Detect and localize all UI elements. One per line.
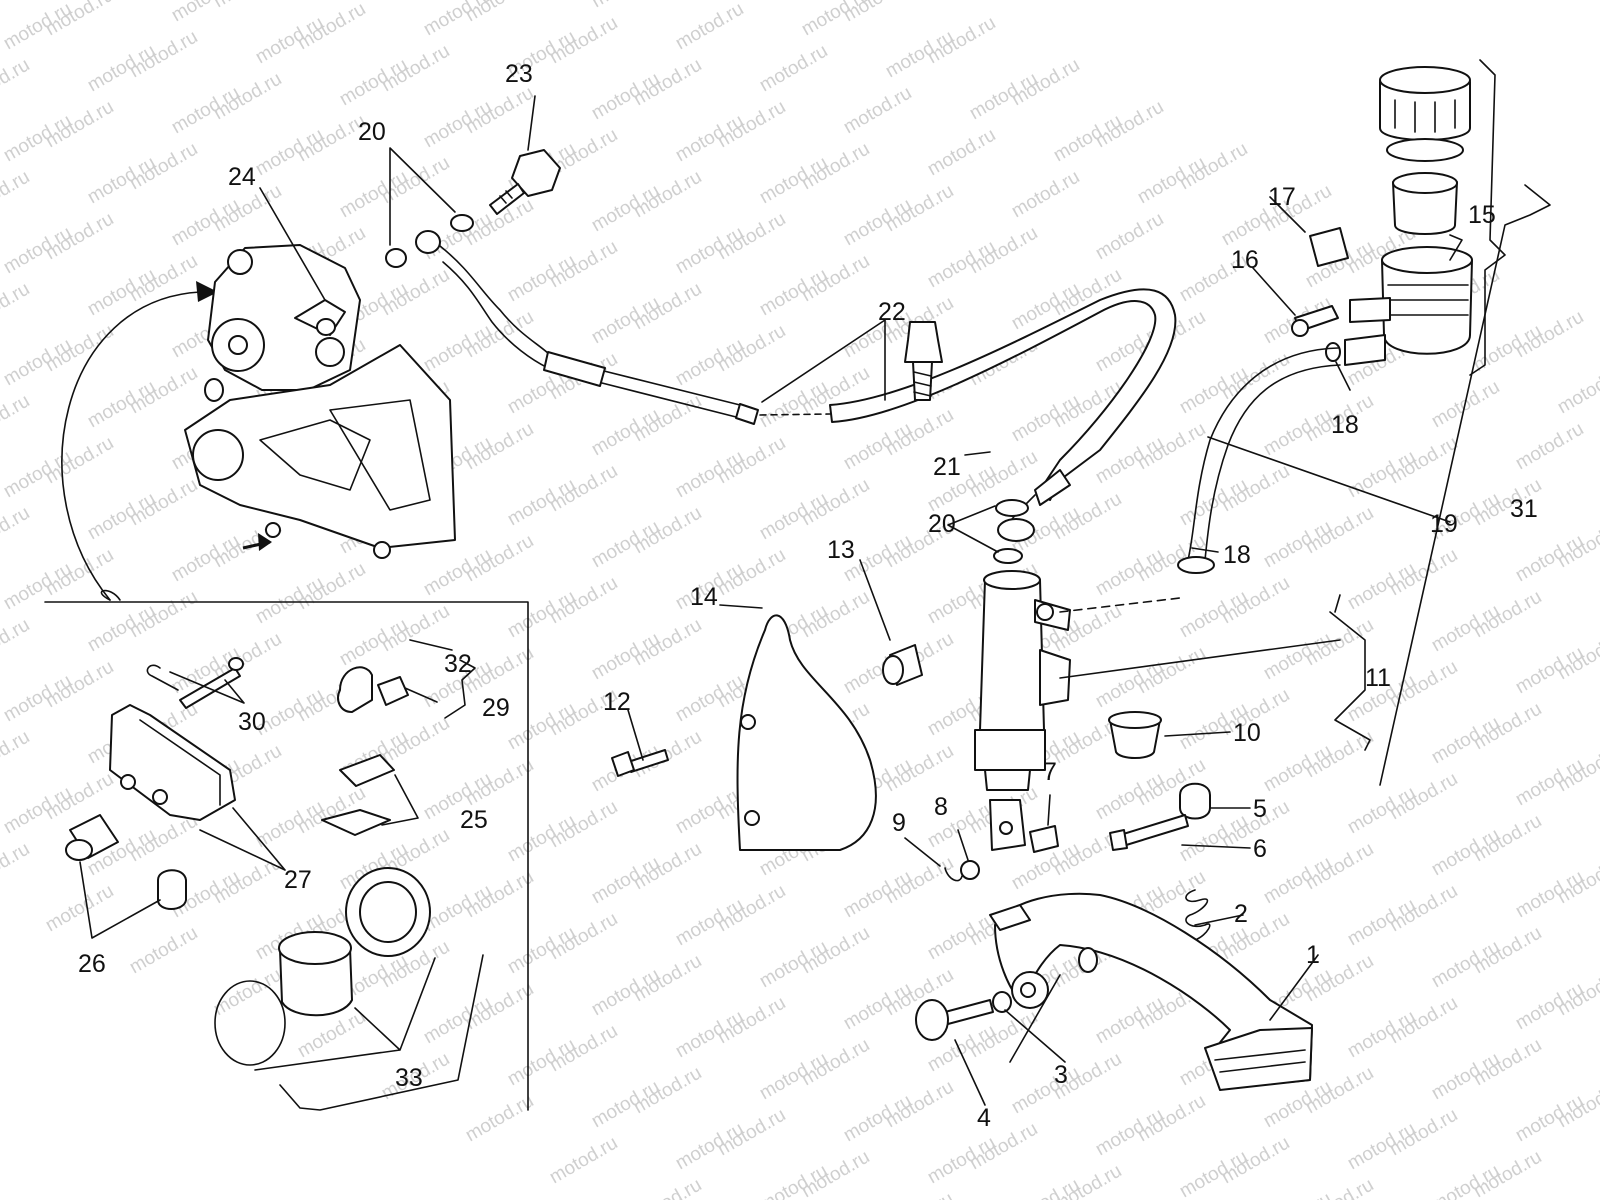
pivot-bolt-4	[944, 999, 994, 1025]
union-bolt-21	[904, 321, 943, 401]
clamp-18-upper	[1325, 342, 1341, 362]
callout-18-lower: 18	[1223, 541, 1251, 569]
pad-spring-25b	[321, 809, 391, 836]
callout-16: 16	[1231, 246, 1259, 274]
callout-7: 7	[1043, 758, 1057, 786]
heel-guard-14	[736, 614, 877, 851]
callout-10: 10	[1233, 719, 1261, 747]
washer-20d	[995, 499, 1029, 517]
callout-21: 21	[933, 453, 961, 481]
washer-8	[960, 860, 980, 880]
callout-20-upper: 20	[358, 118, 386, 146]
callout-2: 2	[1234, 900, 1248, 928]
clamp-18-lower	[1177, 556, 1215, 574]
bleeder-screw-29	[377, 676, 409, 706]
piston-seal-33-inner	[359, 881, 417, 943]
brake-caliper	[184, 244, 456, 559]
callout-14: 14	[690, 583, 718, 611]
bolt-6	[1119, 814, 1189, 847]
brake-pedal-1	[989, 892, 1313, 1091]
pin-30-head	[228, 657, 244, 671]
callout-6: 6	[1253, 835, 1267, 863]
callout-30: 30	[238, 708, 266, 736]
callout-5: 5	[1253, 795, 1267, 823]
callout-15: 15	[1468, 201, 1496, 229]
washer-20e	[997, 518, 1035, 542]
bolt-12-head	[611, 751, 635, 777]
bleeder-cap-32	[337, 666, 373, 713]
callout-12: 12	[603, 688, 631, 716]
nut-5	[1179, 782, 1211, 820]
pivot-bolt-4-head	[915, 999, 949, 1041]
callout-27: 27	[284, 866, 312, 894]
plug-26	[157, 869, 187, 910]
callout-11: 11	[1365, 664, 1391, 692]
callout-33: 33	[395, 1064, 423, 1092]
reservoir-line-dash	[1059, 597, 1181, 613]
callout-29: 29	[482, 694, 510, 722]
master-cylinder	[974, 570, 1071, 851]
pad-hole-2	[152, 789, 168, 805]
washer-3	[992, 991, 1012, 1013]
banjo-bolt-23	[489, 149, 561, 215]
callout-19: 19	[1430, 510, 1458, 538]
leader-lines	[79, 59, 1551, 1111]
screw-16-head	[1291, 319, 1309, 337]
pin-26-head	[65, 839, 93, 861]
inset-frame	[44, 601, 529, 1111]
reservoir-hose-19	[1187, 347, 1341, 561]
brake-hose-22	[439, 245, 1177, 533]
clip-17	[1309, 227, 1349, 267]
callout-32: 32	[444, 650, 472, 678]
callout-25: 25	[460, 806, 488, 834]
callout-26: 26	[78, 950, 106, 978]
cap-10	[1109, 719, 1161, 759]
bolt-6-head	[1109, 829, 1128, 851]
pad-spring-25a	[339, 754, 395, 787]
callout-22: 22	[878, 298, 906, 326]
callout-18-upper: 18	[1331, 411, 1359, 439]
mount-arrow-icon	[258, 533, 272, 551]
callout-9: 9	[892, 809, 906, 837]
callout-23: 23	[505, 60, 533, 88]
callout-31: 31	[1510, 495, 1538, 523]
callout-13: 13	[827, 536, 855, 564]
detail-arrow-curve	[61, 291, 201, 601]
callout-1: 1	[1306, 941, 1320, 969]
pad-hole-1	[120, 774, 136, 790]
heel-guard-hole-lower	[744, 810, 760, 826]
washer-20b	[415, 230, 441, 254]
arrow-head-icon	[196, 281, 218, 302]
callout-4: 4	[977, 1104, 991, 1132]
pin-7	[1029, 825, 1059, 853]
o-ring-33	[214, 980, 286, 1066]
callout-24: 24	[228, 163, 256, 191]
callout-20-lower: 20	[928, 510, 956, 538]
callout-17: 17	[1268, 183, 1296, 211]
callout-8: 8	[934, 793, 948, 821]
brake-pad-27-friction	[139, 719, 221, 806]
washer-20f	[993, 548, 1023, 564]
washer-20c	[385, 248, 407, 268]
cotter-9	[944, 867, 963, 882]
piston-33-top	[278, 931, 352, 965]
cap-10-rim	[1108, 711, 1162, 729]
brake-pad-27	[109, 704, 236, 821]
clip-30	[146, 664, 179, 691]
detail-arrow-tail	[100, 589, 121, 601]
reservoir-assembly	[1344, 66, 1473, 366]
heel-guard-hole-upper	[740, 714, 756, 730]
caliper-port	[316, 318, 336, 336]
callout-3: 3	[1054, 1061, 1068, 1089]
bushing-13-end	[882, 655, 904, 685]
washer-20a	[450, 214, 474, 232]
